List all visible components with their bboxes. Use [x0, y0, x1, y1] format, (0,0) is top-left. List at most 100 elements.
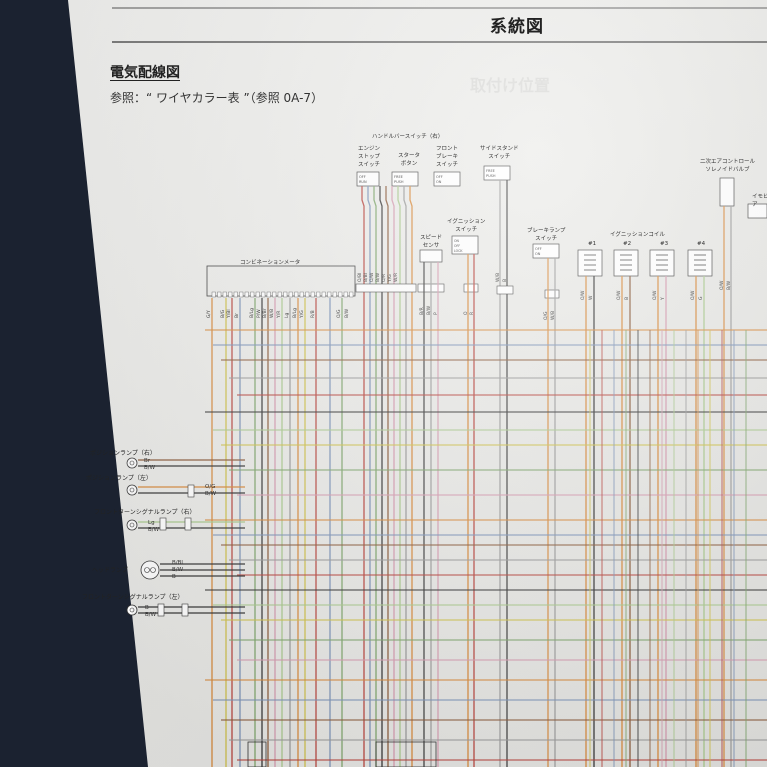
meter-pin	[283, 291, 288, 298]
speed-sensor-label: スピードセンサ	[420, 235, 443, 249]
ignition-switch-label: イグニッションスイッチ	[447, 219, 486, 233]
wire-color-reference: 参照：“ ワイヤカラー表 ”（参照 0A-7）	[110, 91, 324, 105]
valve-wire-label: B/W	[726, 280, 732, 290]
headlamp-label: ヘッドランプ	[92, 567, 128, 574]
headlamp-filament-1	[144, 567, 150, 573]
coil-wire-label: G	[698, 296, 704, 300]
meter-wire-label: Y/R	[276, 311, 282, 319]
ignition-connector	[463, 283, 479, 293]
engine-stop-switch-label: エンジンストップスイッチ	[358, 146, 381, 168]
handlebar-wire	[379, 186, 383, 767]
brake-lamp-connector	[544, 289, 560, 299]
connector-state-label: OFF	[436, 175, 443, 179]
handlebar-wire	[409, 186, 413, 767]
front-turn-signal-left-label: フロントターンシグナルランプ（左）	[82, 594, 184, 601]
meter-pin	[294, 291, 299, 298]
side-stand-connector	[483, 165, 511, 181]
meter-pin	[250, 291, 255, 298]
ignition-coil-box	[577, 249, 603, 277]
handlebar-wire-label: Y/G	[387, 274, 393, 283]
meter-pin	[305, 291, 310, 298]
meter-pin	[266, 291, 271, 298]
meter-pin	[228, 291, 233, 298]
lamp-connector	[181, 603, 189, 617]
speed-sensor-wire-label: B/R	[419, 307, 425, 315]
meter-wire-label: Lg	[284, 312, 290, 318]
lamp-connector	[159, 517, 167, 531]
ignition-wire-label: R	[469, 312, 475, 315]
coil-wire-label: O/W	[690, 290, 696, 300]
turn-signal-left-icon-filament	[129, 607, 135, 613]
handlebar-wire-label: W/R	[393, 273, 399, 282]
meter-pin	[316, 291, 321, 298]
meter-wire-label: P/W	[256, 309, 262, 318]
coil-wire-label: O/W	[580, 290, 586, 300]
connector-state-label: PUSH	[394, 180, 404, 184]
handlebar-wire	[373, 186, 377, 767]
side-stand-switch-label: サイドスタンドスイッチ	[480, 146, 519, 160]
bottom-component	[247, 741, 267, 767]
meter-wire-label: Br	[234, 313, 240, 318]
meter-pin	[211, 291, 216, 298]
coil-wire-label: O/W	[616, 290, 622, 300]
ignition-wire-label: O	[463, 311, 469, 315]
brake-lamp-state-label: ON	[535, 252, 541, 256]
handlebar-wire	[367, 186, 371, 767]
meter-pin	[288, 291, 293, 298]
side-stand-wire-label: B	[502, 279, 508, 282]
brake-lamp-switch-box	[532, 243, 560, 259]
brake-lamp-switch-label: ブレーキランプスイッチ	[527, 228, 566, 242]
immobilizer-label: イモビア	[752, 194, 767, 208]
meter-pin	[244, 291, 249, 298]
switch-connector	[433, 171, 461, 187]
headlamp-icon	[140, 560, 160, 580]
coil-wire-label: B	[624, 297, 630, 300]
meter-pin	[338, 291, 343, 298]
handlebar-wire	[385, 186, 389, 767]
front-brake-switch-label: フロントブレーキスイッチ	[436, 146, 459, 168]
meter-pin	[239, 291, 244, 298]
handlebar-wire-label: B/Bl	[363, 273, 369, 282]
meter-wire-label: Y/Bl	[226, 309, 232, 319]
brake-lamp-wire-label: O/G	[543, 311, 549, 320]
meter-pin	[321, 291, 326, 298]
meter-wire-label: B/Br	[262, 308, 268, 318]
position-lamp-left-icon	[126, 484, 138, 496]
meter-pin	[217, 291, 222, 298]
meter-right-wire-label: B/W	[344, 308, 350, 318]
ghost-heading: 取付け位置	[470, 76, 551, 95]
ignition-state-label: OFF	[454, 244, 460, 248]
turn-signal-right-icon-filament	[129, 522, 135, 528]
meter-pin	[272, 291, 277, 298]
connector-state-label: OFF	[359, 175, 366, 179]
side-stand-wire-label: W/B	[495, 273, 501, 282]
position-lamp-left-icon-filament	[129, 487, 135, 493]
meter-wire-label: B/G	[220, 309, 226, 318]
handlebar-switch-label: ハンドルバースイッチ（右）	[372, 134, 444, 140]
meter-pin	[349, 291, 354, 298]
connector-state-label: FREE	[486, 169, 495, 173]
headlamp-filament-2	[150, 567, 156, 573]
handlebar-wire	[391, 186, 395, 767]
starter-button-label: スタータボタン	[398, 153, 421, 167]
meter-wire-label: R/B	[310, 310, 316, 318]
handlebar-wire-label: O/Bl	[357, 273, 363, 282]
front-turn-signal-right-label: フロントターンシグナルランプ（右）	[94, 509, 196, 516]
turn-signal-left-icon	[126, 604, 138, 616]
handlebar-wire-label: B/W	[375, 272, 381, 282]
connector-state-label: PUSH	[486, 174, 496, 178]
combination-meter-label: コンビネーションメータ	[240, 260, 301, 266]
meter-pin	[332, 291, 337, 298]
meter-right-wire-label: O/G	[336, 309, 342, 318]
ignition-coil-box	[649, 249, 675, 277]
air-valve-box	[719, 177, 735, 207]
coil-wire-label: W	[588, 295, 594, 300]
meter-pin	[222, 291, 227, 298]
handlebar-wire	[397, 186, 401, 767]
meter-wire-label: B/Lg	[249, 308, 255, 318]
